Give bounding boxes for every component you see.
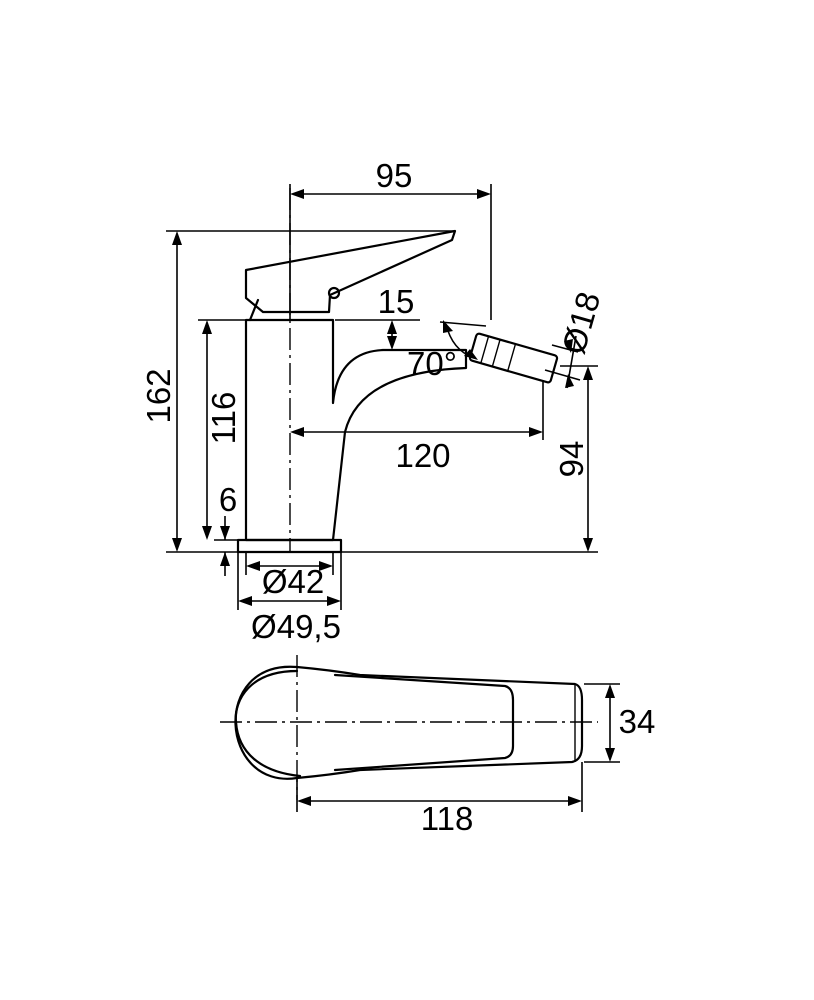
- dimension-34: 34: [584, 683, 656, 763]
- dimension-118-label: 118: [421, 800, 474, 837]
- dimension-6: 6: [214, 481, 238, 576]
- lever-pivot: [327, 286, 341, 300]
- dimension-d42: Ø42: [245, 552, 334, 600]
- dimension-95: 95: [289, 157, 492, 320]
- dimension-116: 116: [198, 319, 246, 540]
- dimension-120-label: 120: [395, 437, 450, 474]
- dimension-120: 120: [290, 380, 544, 474]
- dimension-6-label: 6: [219, 481, 237, 518]
- dimension-34-label: 34: [619, 703, 656, 740]
- lever-neck: [248, 298, 260, 322]
- base-plate: [236, 538, 343, 554]
- top-view: 34 118: [220, 655, 655, 837]
- dimension-94: 94: [341, 365, 598, 553]
- top-view-body-outline: [234, 665, 584, 780]
- dimension-95-label: 95: [376, 157, 413, 194]
- dimension-d18-label: Ø18: [555, 288, 608, 358]
- dimension-162: 162: [140, 230, 455, 553]
- dimension-d49-5: Ø49,5: [237, 552, 342, 645]
- lever-handle: [244, 229, 457, 314]
- dimension-116-label: 116: [205, 392, 242, 445]
- dimension-d42-label: Ø42: [262, 563, 324, 600]
- dimension-15: 15: [335, 283, 420, 350]
- mixer-body: [244, 318, 468, 542]
- dimension-94-label: 94: [553, 441, 590, 478]
- angle-70-label: 70°: [407, 345, 457, 382]
- dimension-15-label: 15: [378, 283, 415, 320]
- dimension-d18: Ø18: [544, 288, 608, 389]
- top-view-base-circle: [234, 669, 302, 778]
- dimension-118: 118: [296, 762, 583, 837]
- dimension-d49-5-label: Ø49,5: [251, 608, 341, 645]
- top-view-lever-panel: [333, 673, 515, 772]
- angle-70: 70°: [407, 320, 487, 382]
- side-view: 95 162 116 6: [140, 157, 607, 645]
- dimension-162-label: 162: [140, 368, 177, 423]
- bidet-nozzle: [468, 332, 559, 384]
